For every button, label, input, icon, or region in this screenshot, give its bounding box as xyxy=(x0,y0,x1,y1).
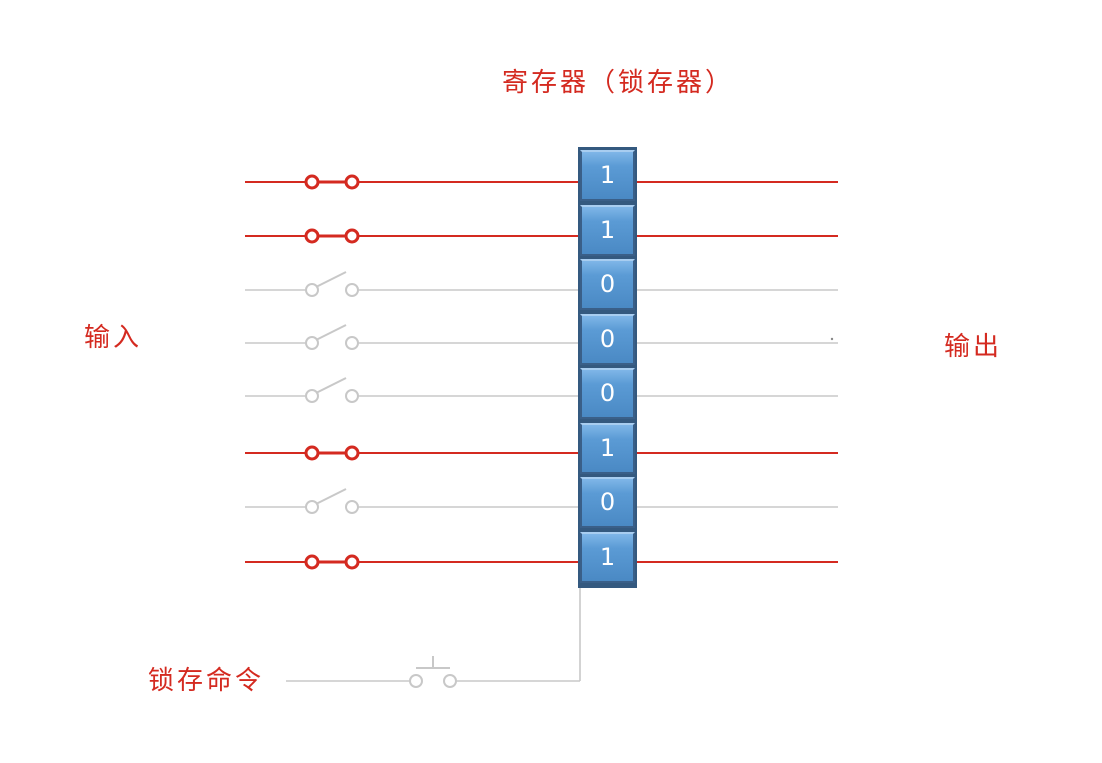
switch-terminal xyxy=(344,554,360,570)
register-bit-cell: 1 xyxy=(580,204,635,256)
wire-layer xyxy=(245,174,838,570)
switch-terminal xyxy=(345,389,359,403)
switch-open-lever xyxy=(315,271,347,288)
switch-terminal xyxy=(304,554,320,570)
switch-terminal xyxy=(345,500,359,514)
switch-terminal xyxy=(304,228,320,244)
push-button-terminal xyxy=(443,674,457,688)
register-bit-cell: 0 xyxy=(580,477,635,528)
stray-dot xyxy=(830,337,834,341)
register-bit-cell: 0 xyxy=(580,368,635,419)
switch-terminal xyxy=(305,336,319,350)
switch-terminal xyxy=(305,500,319,514)
switch-open-lever xyxy=(315,377,347,394)
register-bit-cell: 1 xyxy=(580,150,635,201)
switch-terminal xyxy=(344,228,360,244)
switch-terminal xyxy=(345,336,359,350)
register-bit-cell: 1 xyxy=(580,422,635,474)
output-label: 输出 xyxy=(944,332,1003,362)
switch-terminal xyxy=(304,445,320,461)
push-button-terminal xyxy=(409,674,423,688)
latch-command-label: 锁存命令 xyxy=(148,666,265,696)
diagram-title: 寄存器（锁存器） xyxy=(502,68,735,98)
switch-terminal xyxy=(304,174,320,190)
switch-open-lever xyxy=(315,324,347,341)
switch-terminal xyxy=(344,174,360,190)
switch-open-lever xyxy=(315,488,347,505)
switch-terminal xyxy=(305,389,319,403)
switch-terminal xyxy=(305,283,319,297)
register-bit-cell: 1 xyxy=(580,531,635,583)
register-bit-cell: 0 xyxy=(580,259,635,310)
register-bit-cell: 0 xyxy=(580,313,635,365)
switch-terminal xyxy=(344,445,360,461)
switch-terminal xyxy=(345,283,359,297)
latch-command-circuit xyxy=(286,588,581,688)
input-label: 输入 xyxy=(84,323,143,353)
